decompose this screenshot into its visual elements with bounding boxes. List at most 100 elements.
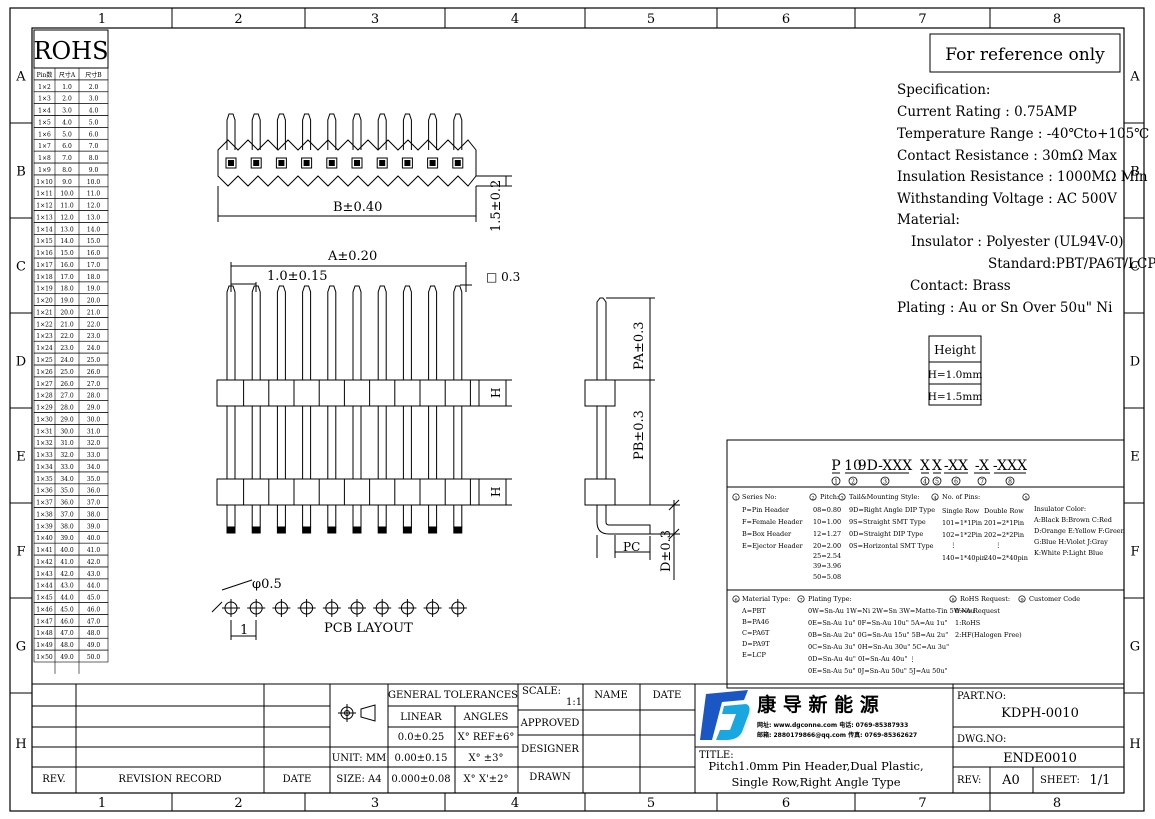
rohs-cell: 1×26 (36, 369, 53, 376)
rohs-cell: 9.0 (62, 179, 72, 186)
rohs-cell: 3.0 (62, 108, 72, 115)
pin-core (454, 160, 461, 166)
part-code-circle (920, 476, 930, 486)
pin-hole (351, 157, 363, 169)
frame-row-label: E (16, 450, 26, 465)
frame-col-label: 6 (782, 796, 790, 811)
pin (377, 113, 387, 150)
legend-item: ⋮ (950, 541, 957, 549)
rohs-cell: 19.0 (87, 286, 101, 293)
tb-size: SIZE: A4 (336, 774, 381, 785)
rohs-cell: 1×50 (36, 654, 53, 661)
frame-col-label: 4 (511, 12, 519, 27)
frame-col-label: 5 (647, 796, 655, 811)
rohs-cell: 2.0 (89, 84, 99, 91)
rohs-cell: 12.0 (60, 214, 74, 221)
rohs-cell: 46.0 (60, 618, 74, 625)
rohs-cell: 15.0 (60, 250, 74, 257)
tb-title-line2: Single Row,Right Angle Type (731, 775, 900, 789)
spec-line: Withstanding Voltage : AC 500V (897, 191, 1117, 207)
part-code-circle-num: 4 (923, 479, 927, 486)
legend-item: 0:No Request (955, 607, 1000, 615)
frame-col-label: 8 (1053, 796, 1061, 811)
part-code-token: 9D-XXX (858, 458, 913, 474)
dim-phi: φ0.5 (252, 577, 282, 592)
rohs-cell: 1×42 (36, 559, 53, 566)
rohs-cell: 33.0 (87, 452, 101, 459)
rohs-cell: 35.0 (87, 476, 101, 483)
tb-drawn: DRAWN (529, 772, 571, 783)
frame-col-label: 7 (918, 796, 926, 811)
rohs-cell: 50.0 (87, 654, 101, 661)
legend-item: 0S=Horizontal SMT Type (849, 542, 934, 550)
tb-part-no-label: PART.NO: (957, 691, 1006, 702)
tb-rev-date: DATE (283, 774, 312, 785)
rohs-cell: 36.0 (60, 500, 74, 507)
legend-cust-title: Customer Code (1029, 595, 1080, 603)
legend-item: 9D=Right Angle DIP Type (849, 506, 935, 514)
pin (226, 285, 236, 380)
legend-item: 9S=Straight SMT Type (849, 518, 926, 526)
part-code-circle-num: 8 (1008, 479, 1012, 486)
rohs-cell: 9.0 (89, 167, 99, 174)
frame-col-label: 3 (371, 796, 379, 811)
tb-revision-record: REVISION RECORD (118, 774, 221, 785)
svg-text:2: 2 (812, 495, 815, 501)
rohs-cell: 22.0 (60, 333, 74, 340)
rohs-cell: 4.0 (89, 108, 99, 115)
svg-text:6: 6 (735, 597, 738, 603)
top-view (217, 113, 512, 222)
dim-pb: PB±0.3 (632, 410, 647, 460)
company-mail: 邮箱: 2880179866@qq.com 传真: 0769-85362627 (757, 731, 917, 739)
legend-item: K:White P:Light Blue (1034, 549, 1103, 557)
pin (302, 504, 312, 528)
tb-part-no: KDPH-0010 (1001, 706, 1079, 721)
rohs-cell: 1×30 (36, 416, 53, 423)
front-view (216, 262, 512, 534)
svg-text:4: 4 (934, 495, 937, 501)
frame-row-label: B (16, 165, 26, 180)
pin-core (228, 160, 234, 166)
rohs-cell: 14.0 (87, 226, 101, 233)
rohs-cell: 18.0 (87, 274, 101, 281)
svg-text:1: 1 (735, 495, 738, 501)
rohs-cell: 14.0 (60, 238, 74, 245)
rohs-cell: 32.0 (60, 452, 74, 459)
tb-dwg-no: ENDE0010 (1003, 751, 1077, 766)
height-table (928, 335, 982, 406)
rohs-cell: 1×5 (38, 119, 51, 126)
title-block-lines (32, 683, 1124, 793)
part-code-circle-num: 5 (935, 479, 939, 486)
pin (377, 285, 387, 380)
rohs-cell: 1×27 (36, 381, 53, 388)
tb-approved: APPROVED (520, 718, 580, 729)
spec-line: Contact: Brass (910, 278, 1011, 294)
dim-d: D±0.3 (659, 530, 674, 572)
pin-tip (251, 526, 261, 534)
pin (276, 504, 286, 528)
frame-col-label: 8 (1053, 12, 1061, 27)
frame-col-label: 4 (511, 796, 519, 811)
part-code-circle (880, 476, 890, 486)
tb-ang2: X° ±3° (468, 753, 503, 764)
rohs-cell: 11.0 (87, 191, 101, 198)
rohs-cell: 45.0 (87, 595, 101, 602)
tb-ang1: X° REF±6° (458, 732, 515, 743)
height-row: H=1.5mm (928, 391, 983, 403)
rohs-cell: 6.0 (62, 143, 72, 150)
part-code-token: -XXX (993, 458, 1027, 474)
part-code-box (726, 439, 1125, 689)
legend-item: 0W=Sn-Au 1W=Ni 2W=Sn 3W=Matte-Tin 5W=Au (808, 607, 975, 615)
legend-series-title: Series No: (742, 493, 777, 501)
rohs-cell: 8.0 (62, 167, 72, 174)
spec-line: Insulator : Polyester (UL94V-0) (911, 234, 1124, 250)
tb-angles: ANGLES (463, 712, 509, 723)
rohs-cell: 1×31 (36, 428, 52, 435)
tb-rev-label: REV: (957, 775, 981, 786)
frame-row-label: G (16, 640, 26, 655)
rohs-cell: 7.0 (89, 143, 99, 150)
legend-material: 6 Material Type: A=PBT B=PA46 C=PA6T D=P… (732, 595, 1080, 675)
frame-row-label: D (16, 355, 26, 370)
